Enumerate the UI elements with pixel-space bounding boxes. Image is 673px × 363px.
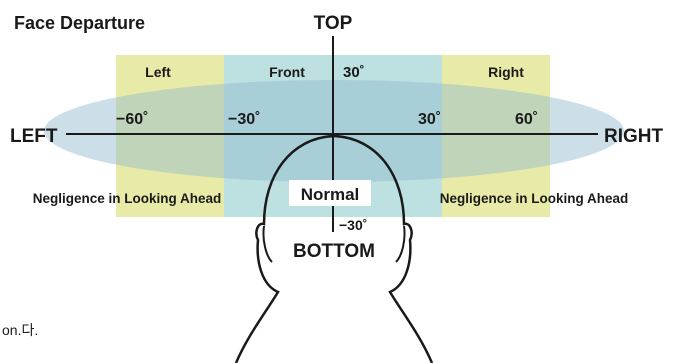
- left-zone: [116, 55, 224, 217]
- status-label-negligence-right: Negligence in Looking Ahead: [440, 191, 629, 206]
- angle-label-pos60: 60˚: [515, 111, 538, 128]
- zone-label-front: Front: [269, 64, 305, 80]
- angle-label-top-30: 30˚: [343, 64, 365, 81]
- axis-label-left: LEFT: [10, 126, 58, 147]
- right-ear: [395, 225, 406, 263]
- axis-label-right: RIGHT: [604, 126, 664, 147]
- diagram-title: Face Departure: [14, 13, 145, 33]
- angle-label-neg60: −60˚: [116, 111, 148, 128]
- status-label-normal: Normal: [301, 185, 360, 204]
- normal-label-background: [289, 180, 371, 206]
- zone-label-right: Right: [488, 64, 524, 80]
- bottom-label-background: [286, 237, 382, 263]
- status-label-negligence-left: Negligence in Looking Ahead: [33, 191, 222, 206]
- zone-label-left: Left: [145, 64, 171, 80]
- angle-label-neg30: −30˚: [228, 111, 260, 128]
- angle-label-pos30: 30˚: [418, 111, 441, 128]
- right-zone: [442, 55, 550, 217]
- footer-text: on.다.: [2, 322, 38, 338]
- axis-label-top: TOP: [314, 13, 353, 34]
- angle-label-bottom-neg30: −30˚: [339, 217, 367, 233]
- axis-label-bottom: BOTTOM: [293, 241, 375, 262]
- left-ear: [262, 225, 273, 263]
